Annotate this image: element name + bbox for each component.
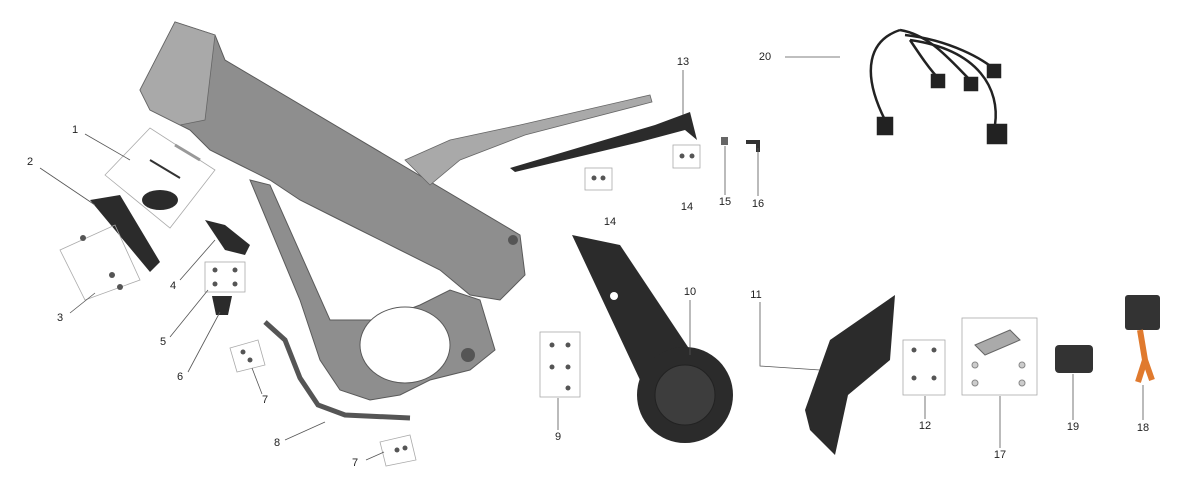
label-20: 20	[759, 51, 771, 63]
part-14-screw-box-b	[672, 144, 701, 169]
label-14b: 14	[681, 201, 693, 213]
part-8-rail	[263, 320, 411, 421]
label-4: 4	[170, 280, 176, 292]
part-15-clip	[721, 137, 728, 145]
part-10-motor-cover	[572, 235, 733, 443]
label-7a: 7	[262, 394, 268, 406]
part-18-connector	[1125, 295, 1160, 383]
label-10: 10	[684, 286, 696, 298]
label-9: 9	[555, 431, 561, 443]
part-3-screw-box	[59, 224, 141, 301]
part-12-screw-box	[902, 339, 946, 396]
label-1: 1	[72, 124, 78, 136]
label-17: 17	[994, 449, 1006, 461]
part-16-clip	[746, 140, 760, 152]
part-13-rail	[510, 112, 697, 172]
part-7-screw-box-a	[229, 339, 266, 373]
label-5: 5	[160, 336, 166, 348]
part-7-screw-box-b	[379, 434, 417, 467]
part-6-mount	[212, 296, 232, 315]
part-1-kit-box	[104, 127, 216, 229]
label-7b: 7	[352, 457, 358, 469]
part-4-bracket	[205, 220, 250, 255]
label-18: 18	[1137, 422, 1149, 434]
part-2-cover	[90, 195, 160, 272]
label-6: 6	[177, 371, 183, 383]
label-15: 15	[719, 196, 731, 208]
part-19-block	[1055, 345, 1093, 373]
part-1-grommet	[142, 190, 178, 210]
part-5-screw-box	[204, 261, 246, 293]
part-14-screw-box-a	[584, 167, 613, 191]
label-3: 3	[57, 312, 63, 324]
label-14a: 14	[604, 216, 616, 228]
leader-lines	[39, 56, 1144, 461]
part-11-side-cover	[805, 295, 895, 455]
main-frame	[139, 21, 653, 401]
part-17-kit-box	[961, 317, 1038, 396]
label-2: 2	[27, 156, 33, 168]
part-9-screw-box	[539, 331, 581, 398]
label-13: 13	[677, 56, 689, 68]
part-20-wire-harness	[869, 28, 1008, 145]
label-8: 8	[274, 437, 280, 449]
label-11: 11	[750, 289, 761, 301]
label-16: 16	[752, 198, 764, 210]
label-19: 19	[1067, 421, 1079, 433]
label-12: 12	[919, 420, 931, 432]
